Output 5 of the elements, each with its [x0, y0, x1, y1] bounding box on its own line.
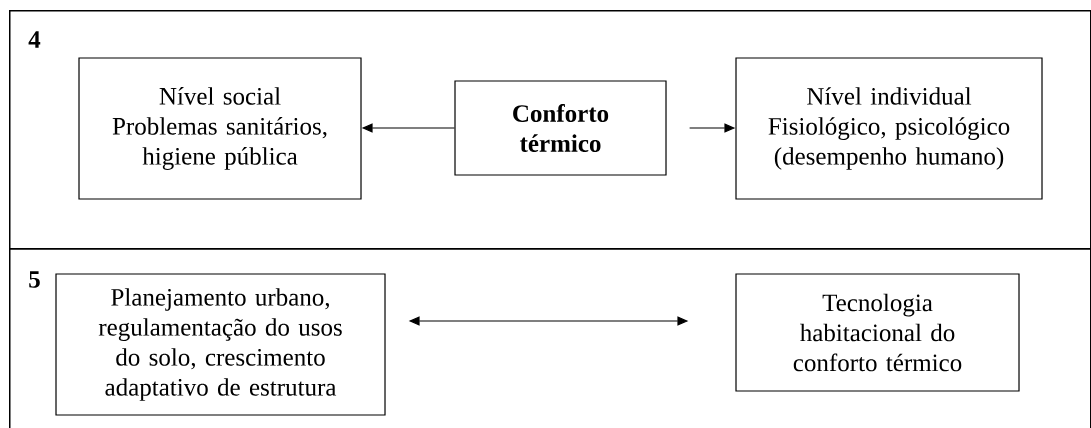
text-box: Nível individual Fisiológico, psicológico (desempenho humano) [735, 57, 1043, 200]
text-box: Tecnologia habitacional do conforto térmico [735, 273, 1020, 392]
text-box: Conforto térmico [454, 80, 667, 176]
text-box: Planejamento urbano, regulamentação do usos do solo, crescimento adaptativo de estrutura [55, 273, 386, 416]
text-box: Nível social Problemas sanitários, higiene pública [78, 57, 362, 200]
